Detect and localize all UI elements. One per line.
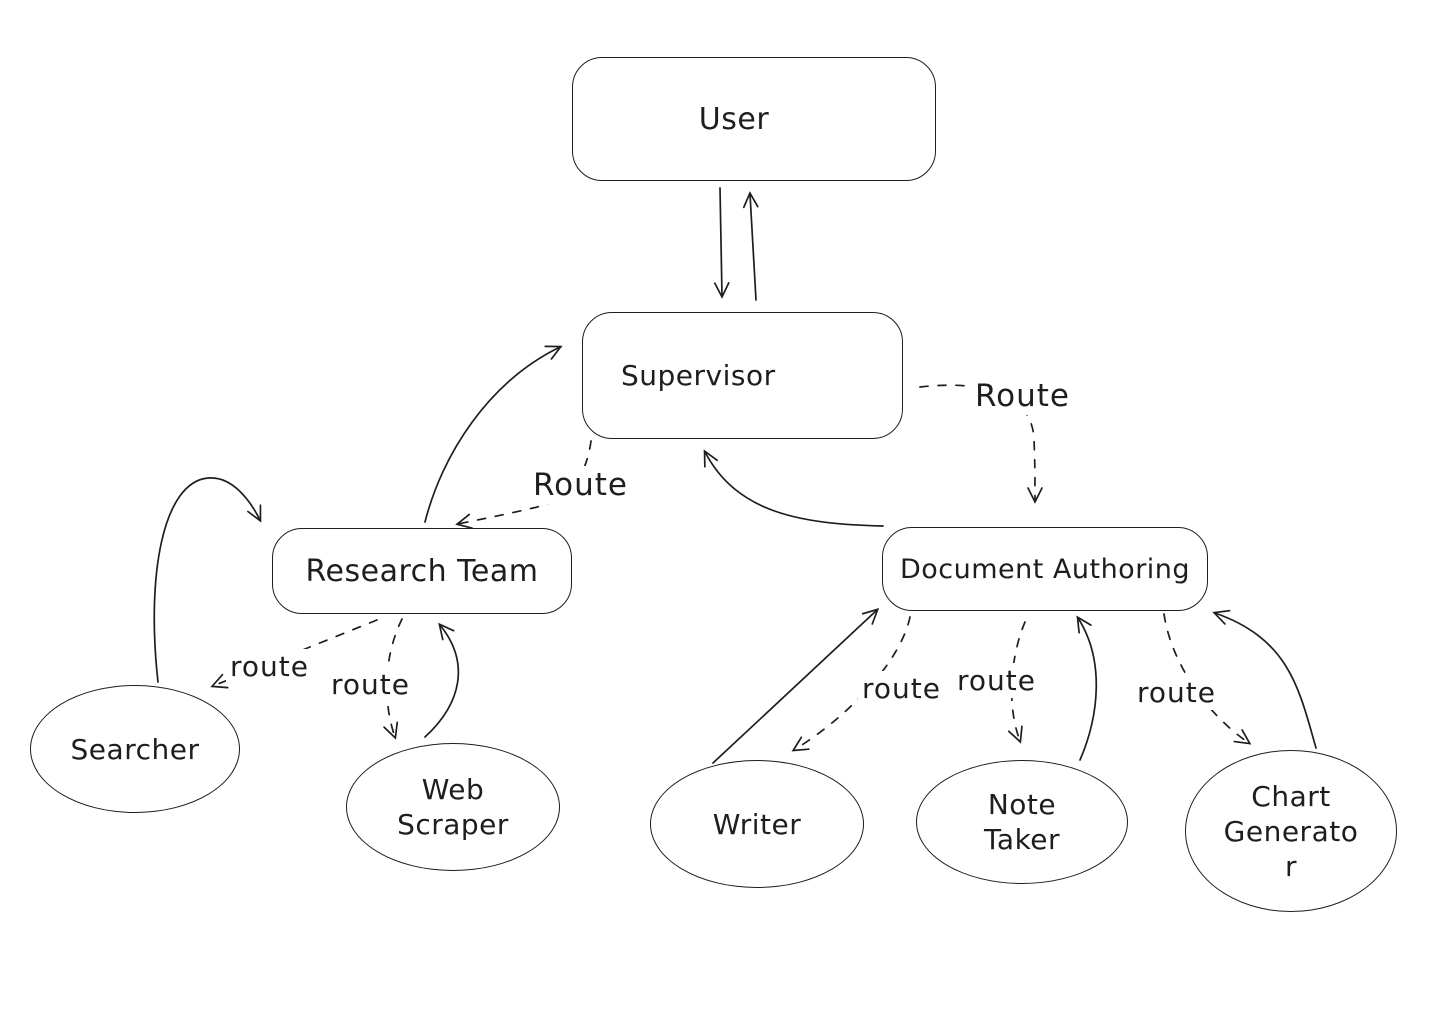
edge-label-route-supervisor-research: Route xyxy=(529,466,632,504)
edge-note-taker-to-document-authoring xyxy=(1076,615,1098,761)
node-research-team-label: Research Team xyxy=(305,553,539,589)
node-chart-generator-label: Chart Generato r xyxy=(1223,779,1359,883)
node-note-taker-label: Note Taker xyxy=(983,788,1061,856)
node-writer-label: Writer xyxy=(712,807,802,841)
edge-label-route-document-chart-generator: route xyxy=(1133,675,1220,710)
node-research-team: Research Team xyxy=(272,528,572,614)
edge-label-route-document-writer: route xyxy=(858,671,945,706)
node-web-scraper: Web Scraper xyxy=(346,743,560,871)
node-user: User xyxy=(572,57,936,181)
node-searcher: Searcher xyxy=(30,685,240,813)
node-user-label: User xyxy=(698,101,770,137)
node-writer: Writer xyxy=(650,760,864,888)
edge-user-to-supervisor xyxy=(713,187,730,299)
node-web-scraper-label: Web Scraper xyxy=(397,773,509,841)
edge-label-route-research-webscraper: route xyxy=(327,667,414,702)
edge-chart-generator-to-document-authoring xyxy=(1212,609,1317,749)
edge-writer-to-document-authoring xyxy=(712,608,880,764)
edge-searcher-to-research-team xyxy=(153,477,262,683)
edge-supervisor-to-user xyxy=(742,191,759,301)
edge-research-team-to-web-scraper-route xyxy=(383,618,403,740)
edge-document-authoring-to-supervisor xyxy=(703,449,884,527)
edge-label-route-document-note-taker: route xyxy=(953,663,1040,698)
node-document-authoring-label: Document Authoring xyxy=(899,553,1191,585)
edge-web-scraper-to-research-team xyxy=(424,622,460,738)
edge-supervisor-to-document-authoring-route xyxy=(919,384,1043,504)
edge-supervisor-to-research-team-route xyxy=(455,440,592,530)
edge-research-team-to-supervisor xyxy=(424,345,563,523)
node-note-taker: Note Taker xyxy=(916,760,1128,884)
node-chart-generator: Chart Generato r xyxy=(1185,750,1397,912)
node-searcher-label: Searcher xyxy=(70,732,200,766)
node-supervisor-label: Supervisor xyxy=(621,359,776,392)
node-document-authoring: Document Authoring xyxy=(882,527,1208,611)
edge-label-route-research-searcher: route xyxy=(226,649,313,684)
edge-label-route-supervisor-document: Route xyxy=(971,377,1074,415)
node-supervisor: Supervisor xyxy=(582,312,903,439)
